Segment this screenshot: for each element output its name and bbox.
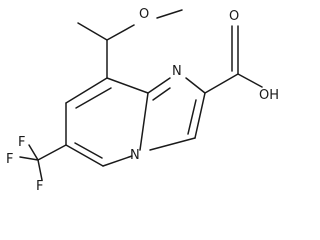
atom-label-bridgehead-n: N — [130, 148, 140, 163]
pyridine-ring — [65, 77, 149, 167]
methoxyethyl-group — [77, 9, 183, 79]
bond-c8-c8a — [106, 77, 149, 94]
carboxylic-acid-group — [204, 25, 263, 94]
bond-c5-n4 — [102, 155, 133, 167]
bond-o-methyl — [156, 9, 183, 19]
atom-label-f-top: F — [18, 135, 25, 150]
bond-c8a-n1-double — [152, 87, 171, 101]
atom-labels: O N N O OH F F F — [6, 7, 279, 192]
atom-label-imidazole-n: N — [172, 64, 182, 79]
bond-c8-c7 — [65, 77, 108, 104]
bond-c2-c3 — [194, 92, 206, 139]
bond-c2-c3-double — [187, 99, 197, 135]
trifluoromethyl-group — [19, 144, 67, 181]
bond-c8a-n1 — [147, 77, 171, 94]
bond-ch-o — [106, 24, 135, 41]
bond-c3-n4 — [149, 137, 196, 151]
bond-n1-c2 — [185, 77, 206, 94]
imidazole-ring — [147, 77, 206, 151]
bond-ch-methyl — [77, 22, 108, 41]
structure-canvas: O N N O OH F F F — [6, 7, 279, 192]
atom-label-f-left: F — [6, 152, 13, 167]
bond-c6-c5-double — [74, 142, 103, 159]
atom-label-methoxy-o: O — [139, 7, 149, 22]
bond-c-oh — [237, 73, 263, 88]
bond-n4-c8a — [139, 92, 149, 151]
chemical-structure-diagram: O N N O OH F F F — [6, 7, 279, 192]
bond-c2-cooh — [204, 73, 239, 94]
bond-c8-c7-double — [75, 87, 112, 109]
atom-label-carbonyl-o: O — [229, 9, 239, 24]
bond-c-f-left — [19, 156, 39, 161]
bond-c6-c5 — [65, 144, 104, 167]
bond-c-f-bottom — [37, 159, 43, 181]
atom-label-hydroxyl: OH — [259, 88, 279, 103]
bond-c6-cf3 — [37, 144, 67, 161]
atom-label-f-bottom: F — [36, 179, 43, 192]
bond-c-f-top — [28, 144, 39, 161]
